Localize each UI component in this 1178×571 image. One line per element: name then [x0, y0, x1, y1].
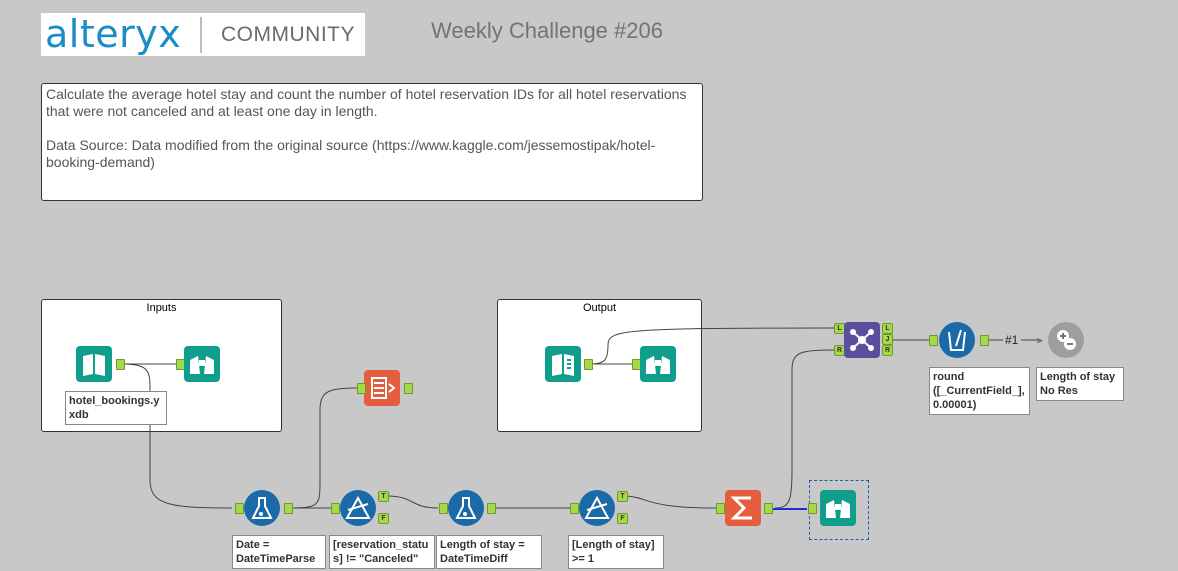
logo-brand-text: alteryx [45, 12, 182, 56]
wire-filter2-summarize [621, 495, 718, 509]
input-file-annotation: hotel_bookings.y xdb [65, 391, 167, 425]
description-comment-box[interactable]: Calculate the average hotel stay and cou… [41, 83, 703, 201]
filter1-input-anchor[interactable] [331, 503, 340, 514]
browse3-input-anchor[interactable] [808, 503, 817, 514]
summarize-sigma-icon[interactable] [725, 490, 761, 526]
filter2-true-anchor[interactable]: T [617, 491, 628, 502]
filter-triangle-icon[interactable] [340, 490, 376, 526]
filter2-annotation: [Length of stay] >= 1 [568, 535, 664, 569]
join-join-output-anchor[interactable]: J [882, 334, 893, 345]
filter1-true-anchor[interactable]: T [378, 491, 389, 502]
datetime-output-anchor[interactable] [284, 503, 293, 514]
select-output-anchor[interactable] [404, 383, 413, 394]
filter1-annotation: [reservation_statu s] != "Canceled" [329, 535, 435, 569]
multifield-output-anchor[interactable] [980, 335, 989, 346]
wire-input2-join [589, 327, 836, 365]
inputs-container-title: Inputs [146, 302, 177, 314]
datetime-annotation: Date = DateTimeParse [232, 535, 326, 569]
join-left-output-anchor[interactable]: L [882, 323, 893, 334]
wire-datetime-select [289, 387, 361, 509]
filter-triangle-icon-2[interactable] [579, 490, 615, 526]
description-text: Calculate the average hotel stay and cou… [46, 86, 687, 119]
alteryx-community-logo: alteryx COMMUNITY [41, 13, 365, 56]
wire-filter1-formula2 [386, 495, 439, 509]
wire-connector-icon: ⫸ [1037, 335, 1043, 346]
filter2-input-anchor[interactable] [570, 503, 579, 514]
formula-flask-icon-2[interactable] [448, 490, 484, 526]
formula-flask-icon[interactable] [244, 490, 280, 526]
formula2-input-anchor[interactable] [439, 503, 448, 514]
multi-field-annotation: round ([_CurrentField_], 0.00001) [929, 367, 1030, 415]
record-count-label: #1 [1005, 333, 1019, 347]
input-data-book-icon-2[interactable] [545, 346, 581, 382]
formula2-output-anchor[interactable] [487, 503, 496, 514]
data-source-text: Data Source: Data modified from the orig… [46, 137, 656, 170]
browse-binoculars-icon-2[interactable] [640, 346, 676, 382]
browse-binoculars-icon-3[interactable] [820, 490, 856, 526]
browse-binoculars-icon[interactable] [184, 346, 220, 382]
join-right-output-anchor[interactable]: R [882, 345, 893, 356]
join-tool-icon[interactable] [844, 322, 880, 358]
filter2-false-anchor[interactable]: F [617, 513, 628, 524]
logo-section-text: COMMUNITY [221, 23, 355, 46]
formula2-annotation: Length of stay = DateTimeDiff [436, 535, 542, 569]
summarize-output-anchor[interactable] [764, 503, 773, 514]
summarize-input-anchor[interactable] [716, 503, 725, 514]
challenge-title: Weekly Challenge #206 [431, 18, 663, 43]
logo-separator [200, 17, 202, 53]
filter1-false-anchor[interactable]: F [378, 513, 389, 524]
input-data-book-icon[interactable] [76, 346, 112, 382]
wire-summarize-join [774, 349, 836, 509]
wire-input-datetime [121, 363, 233, 509]
input2-output-anchor[interactable] [584, 359, 593, 370]
datetime-input-anchor[interactable] [235, 503, 244, 514]
no-res-annotation: Length of stay No Res [1036, 367, 1124, 401]
select-tool-icon[interactable] [364, 370, 400, 406]
multifield-input-anchor[interactable] [929, 335, 938, 346]
output-container-title: Output [582, 302, 617, 314]
multi-field-formula-icon[interactable] [939, 322, 975, 358]
input-output-anchor[interactable] [116, 359, 125, 370]
message-gear-icon[interactable] [1048, 322, 1084, 358]
select-input-anchor[interactable] [357, 383, 366, 394]
